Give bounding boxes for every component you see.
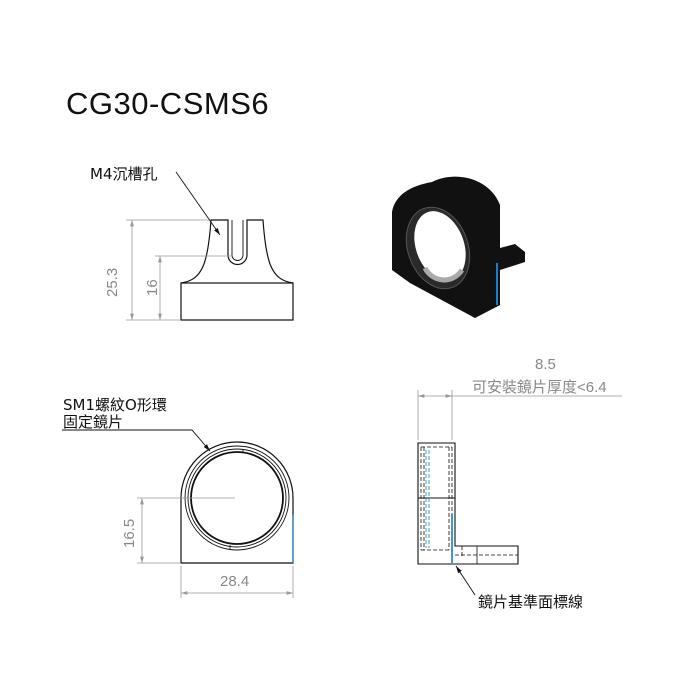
- dim-slot-height: 16: [144, 279, 161, 296]
- right-view-dimensions: [417, 390, 622, 440]
- side-view-dimensions: [126, 219, 233, 321]
- front-view: [180, 441, 294, 564]
- dim-thickness: 8.5: [535, 356, 556, 373]
- m4-slot-callout: M4沉槽孔: [90, 165, 158, 183]
- sm1-callout-line1: SM1螺紋O形環: [63, 396, 167, 414]
- right-view: [417, 442, 519, 565]
- reference-line-callout: 鏡片基準面標線: [478, 593, 584, 611]
- side-view: [180, 219, 294, 321]
- dim-total-height: 25.3: [104, 267, 121, 297]
- sm1-leader: [62, 429, 211, 452]
- dim-center-height: 16.5: [121, 518, 138, 548]
- dim-width: 28.4: [220, 573, 250, 590]
- reference-leader: [455, 565, 476, 596]
- front-view-dimensions: [137, 497, 294, 598]
- dim-thickness-note: 可安裝鏡片厚度<6.4: [472, 379, 607, 396]
- m4-leader: [175, 171, 221, 236]
- page-title: CG30-CSMS6: [66, 86, 270, 121]
- isometric-view: [392, 176, 525, 318]
- sm1-callout-line2: 固定鏡片: [63, 413, 124, 431]
